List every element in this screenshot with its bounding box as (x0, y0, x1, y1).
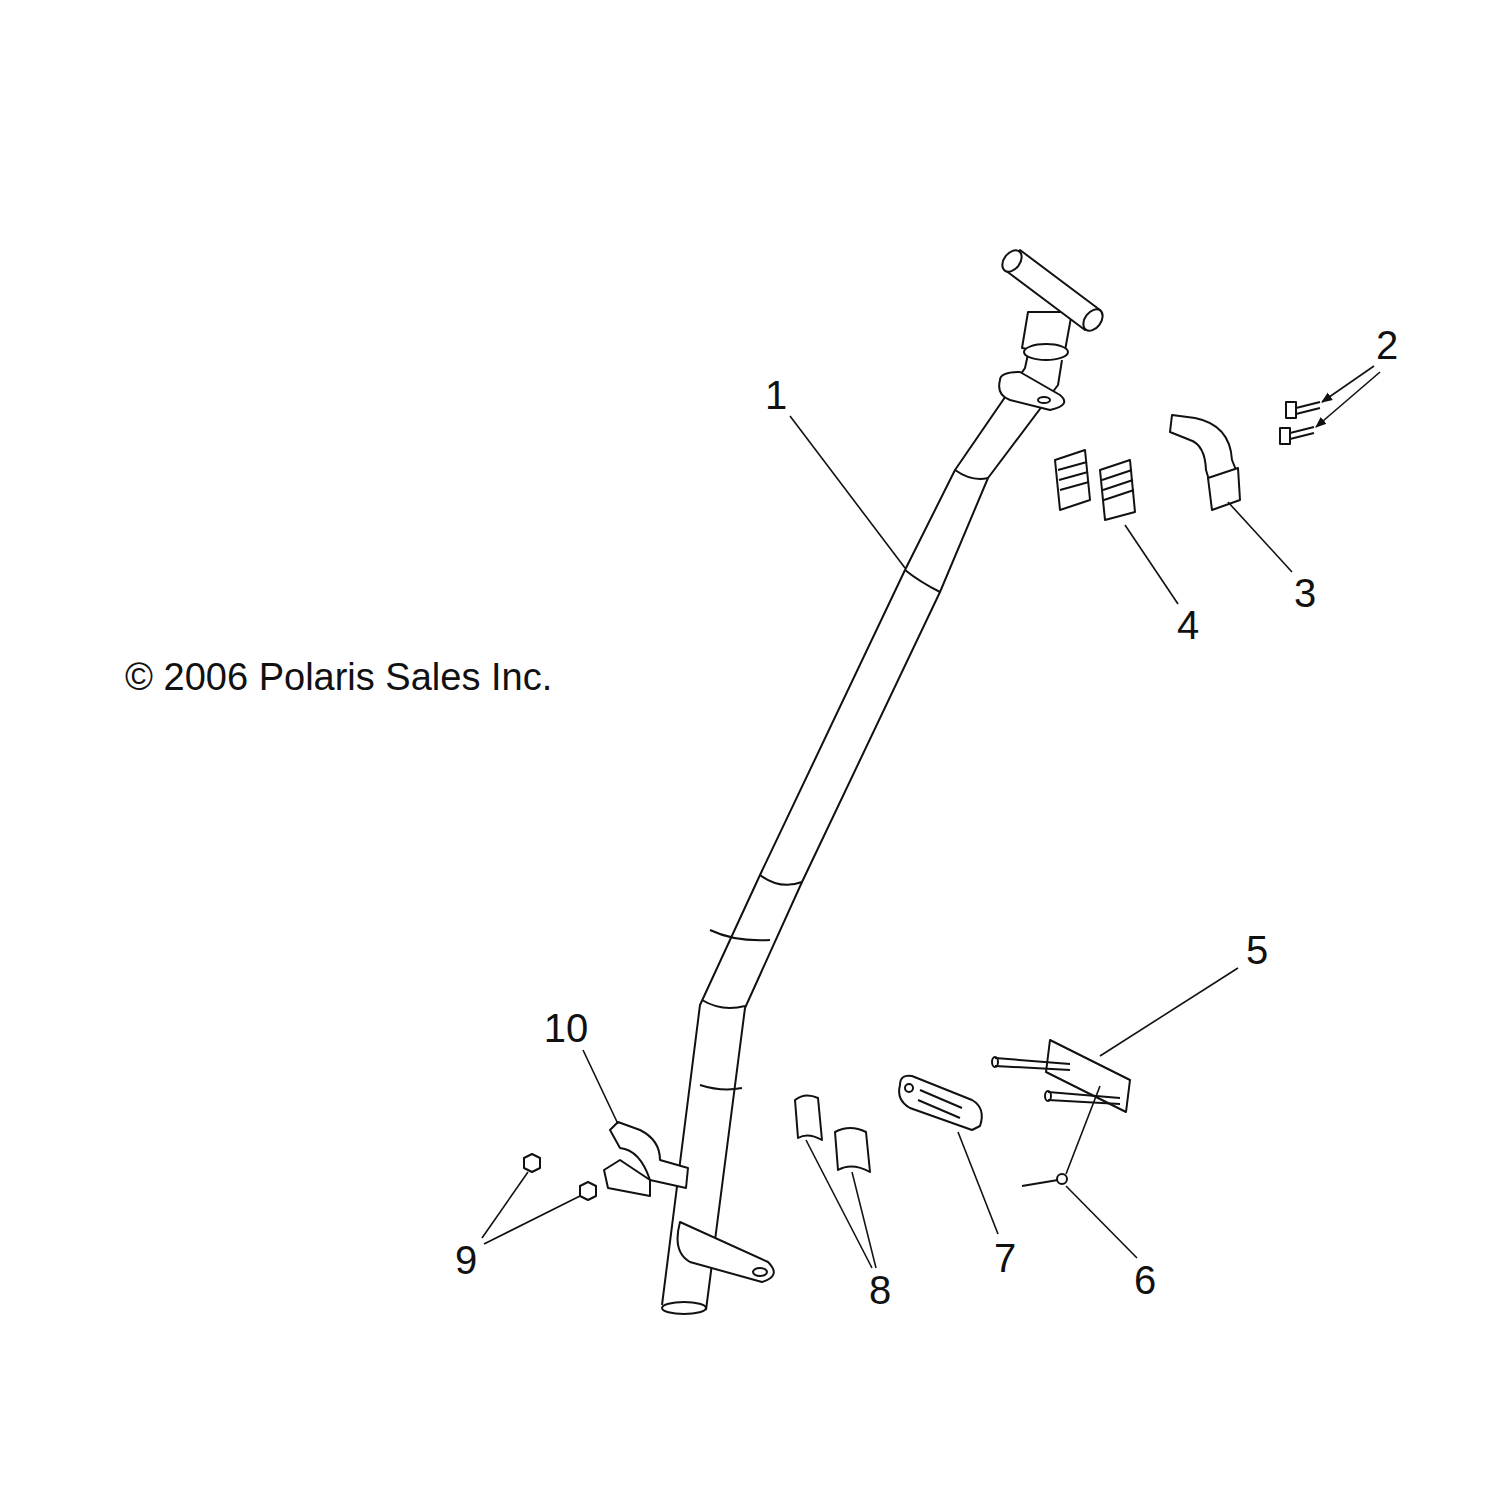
callout-number: 9 (455, 1240, 477, 1280)
bushing (1100, 460, 1135, 520)
copyright-notice: © 2006 Polaris Sales Inc. (125, 658, 552, 696)
pin-end (992, 1057, 998, 1067)
half-bushing (795, 1095, 822, 1140)
flange-hole (1038, 397, 1050, 403)
tube-end (662, 1302, 706, 1314)
leader-line (583, 1050, 618, 1124)
t-handle-end (998, 247, 1025, 276)
flange-hole (753, 1268, 767, 1276)
callout-number: 2 (1376, 325, 1398, 365)
bushing (1055, 450, 1090, 510)
tube-edge (662, 345, 1030, 1305)
tube-edge (706, 360, 1062, 1310)
callout-number: 4 (1177, 605, 1199, 645)
pin-head (1057, 1174, 1067, 1184)
callout-number: 10 (544, 1008, 589, 1048)
bolt (1296, 402, 1320, 414)
callout-number: 5 (1246, 930, 1268, 970)
leader-line (1066, 1186, 1137, 1258)
flange (678, 1222, 774, 1282)
flange (999, 372, 1064, 410)
callout-number: 1 (765, 375, 787, 415)
leader-line (806, 1140, 872, 1268)
callout-number: 6 (1134, 1260, 1156, 1300)
clamp-tab (1208, 468, 1240, 510)
t-handle-end (1079, 306, 1106, 335)
leader-line (1125, 525, 1178, 604)
leader-line (484, 1196, 580, 1244)
tube-bend-line (700, 470, 988, 1089)
leader-line (1066, 1086, 1100, 1174)
bushing-rib (1102, 470, 1134, 500)
pin (995, 1058, 1120, 1104)
nut (524, 1154, 540, 1172)
clamp-tab (604, 1160, 650, 1196)
leader-line (1316, 372, 1380, 427)
pin-end (1045, 1091, 1051, 1101)
leader-line (1228, 502, 1292, 572)
half-bushing (835, 1128, 870, 1172)
leader-line (852, 1172, 876, 1268)
bolt-head (1286, 402, 1296, 418)
callout-number: 7 (994, 1238, 1016, 1278)
bolt (1290, 427, 1314, 439)
collar-ring (1024, 344, 1068, 360)
bushing-rib (1058, 462, 1089, 490)
callout-number: 8 (869, 1270, 891, 1310)
isolator-detail (918, 1090, 962, 1118)
bolt-head (1280, 428, 1290, 444)
leader-line (482, 1172, 528, 1238)
callout-number: 3 (1294, 573, 1316, 613)
leader-line (958, 1132, 998, 1234)
isolator-hole (905, 1084, 913, 1092)
leader-line (1100, 968, 1238, 1056)
isolator-block (899, 1076, 982, 1130)
nut (580, 1182, 596, 1200)
leader-line (790, 416, 905, 568)
pin (1022, 1180, 1058, 1186)
